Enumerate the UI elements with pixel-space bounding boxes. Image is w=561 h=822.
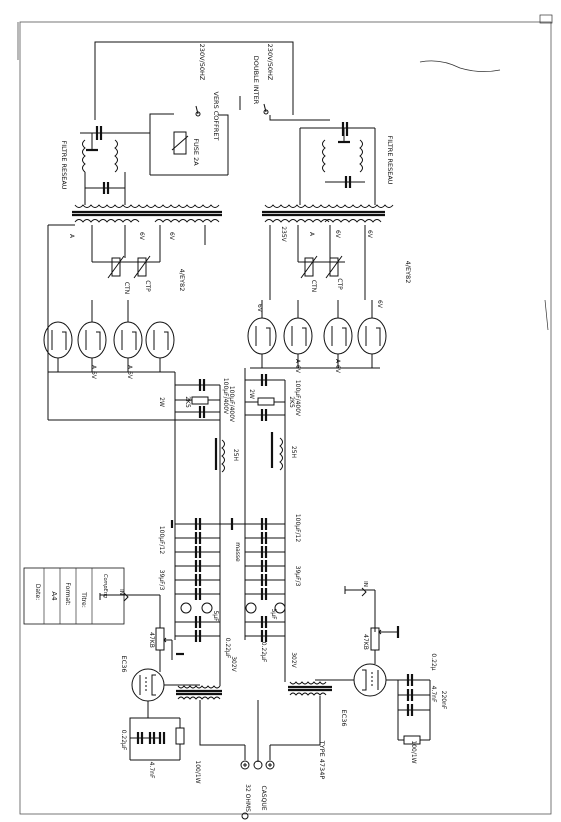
res-2w-right-b: 2W	[248, 389, 255, 399]
res-2w-left: 2K5	[184, 396, 191, 408]
title-block: Titre: Format: A4 Date: CompEng	[23, 567, 125, 625]
title-label: Titre:	[80, 591, 87, 608]
output-transformer	[176, 640, 332, 762]
filter-right-label: FILTRE RESEAU	[386, 135, 394, 184]
tube-right-label: EC36	[340, 710, 348, 727]
cap5-right-label: 5µF	[270, 608, 277, 620]
cap-022b-right-label: 0.22µ	[430, 653, 437, 670]
mains-wiring	[94, 41, 330, 176]
date-label: Date:	[34, 584, 41, 600]
res-100-left-label: 100/1W	[194, 760, 201, 783]
logo-text: CompEng	[102, 574, 108, 598]
transformer-label: TYPE 4734P	[318, 740, 326, 780]
a6v-label-1: A 6V	[90, 365, 97, 380]
a6v-label-4: A 6V	[334, 359, 341, 374]
ctn-left: CTN	[123, 282, 130, 294]
input-left	[99, 592, 161, 628]
b-plus-filter-left	[48, 372, 225, 640]
heater-6v-2: 6V	[376, 300, 383, 309]
bank-right-label: 100µF/12	[294, 514, 301, 543]
rectifier-left-label: 4/EY82	[178, 269, 186, 292]
ctp-left: CTP	[144, 280, 151, 292]
b-plus-filter-right	[244, 368, 286, 640]
choke-left: 25H	[232, 449, 239, 461]
tube-left-label: EC36	[120, 656, 128, 673]
power-transformer-right	[262, 204, 394, 300]
potentiometer-right	[370, 626, 400, 651]
cap5-left-label: 5µF	[212, 610, 219, 622]
line-filter-right	[299, 122, 376, 205]
a6v-label-3: A 6V	[294, 359, 301, 374]
capacitor-bank-right	[245, 518, 286, 642]
cap-220-right-label: 220nF	[440, 691, 447, 710]
mains-voltage-right: 230V/50HZ	[266, 44, 274, 81]
jack-impedance: 32 OHMS	[244, 784, 251, 812]
cap-filter-right: 100µF/400V	[294, 380, 301, 417]
scan-mark	[419, 60, 501, 72]
fuse-label: FUSE 2A	[192, 138, 200, 166]
in-left-label: IN	[118, 589, 124, 595]
potentiometer-left	[155, 627, 184, 660]
cathode-network-left	[129, 717, 185, 761]
filter-left-label: FILTRE RESEAU	[60, 140, 68, 189]
cap-47-left-label: 4.7nF	[148, 762, 155, 779]
tube-ec36-left	[131, 660, 200, 718]
heater-6v-1: 6V	[256, 304, 263, 313]
thermistors-left	[92, 245, 161, 279]
masse-label: masse	[234, 542, 241, 562]
tap-6v-left-1: 6V	[138, 232, 145, 241]
thermistors-right	[297, 255, 345, 279]
in-right-label: IN	[362, 581, 368, 587]
mains-voltage-left: 230V/50HZ	[198, 44, 206, 81]
scan-mark-2	[544, 299, 549, 331]
res-100-right-label: 100/1W	[410, 740, 417, 763]
cathode-network-right	[397, 674, 431, 745]
a6v-label-2: A 6V	[126, 365, 133, 380]
ctp-right: CTP	[336, 278, 343, 290]
volt-right-label: 302V	[290, 652, 297, 668]
ground-masse	[220, 518, 245, 530]
corner-mark	[539, 14, 553, 24]
cap-filter-left: 100µF/400V	[222, 378, 229, 415]
rectifier-tubes-left	[43, 300, 175, 373]
bank-left-label: 100µF/12	[158, 526, 165, 555]
rectifier-right-label: 4/EY82	[404, 261, 412, 284]
res-2w-left-b: 2W	[158, 397, 165, 407]
tap-a-left: A	[68, 234, 75, 239]
format-value: A4	[50, 591, 58, 601]
tap-a-right: A	[308, 232, 315, 237]
input-right	[344, 586, 376, 632]
cap-022b-left-label: 0.22µF	[120, 730, 127, 751]
tap-6v-left-2: 6V	[168, 232, 175, 241]
sub-left-label: 39µF/3	[158, 570, 165, 591]
volt-left-label: 302V	[230, 656, 237, 672]
power-transformer-left	[47, 204, 222, 420]
sheet-border	[19, 21, 552, 815]
sub-right-label: 39µF/3	[294, 566, 301, 587]
line-filter-left	[80, 126, 150, 205]
case-label: VERS COFFRET	[212, 92, 220, 141]
choke-right: 25H	[290, 446, 297, 458]
capacitor-bank-left	[170, 518, 220, 642]
cap-022-left-label: 0.22µF	[224, 638, 231, 659]
cap-47-right-label: 4.7nF	[430, 686, 437, 703]
cap-filter-left-2: 100µF/400V	[228, 386, 235, 423]
jack-label: CASQUE	[260, 785, 267, 810]
headphone-jack[interactable]	[240, 760, 275, 820]
ctn-right: CTN	[310, 280, 317, 292]
switch-label: DOUBLE INTER	[252, 56, 260, 105]
res-2w-right: 2K5	[288, 396, 295, 408]
tap-235-right: 235V	[280, 226, 287, 242]
tap-6v-right-1: 6V	[334, 230, 341, 239]
rectifier-tubes-right	[247, 300, 387, 369]
pot-right-label: 47KB	[362, 634, 369, 650]
tube-ec36-right	[315, 650, 398, 697]
tap-6v-right-2: 6V	[366, 230, 373, 239]
format-label: Format:	[64, 582, 71, 605]
cap-022-right-label: 0.22µF	[260, 642, 267, 663]
pot-left-label: 47KB	[148, 632, 155, 648]
